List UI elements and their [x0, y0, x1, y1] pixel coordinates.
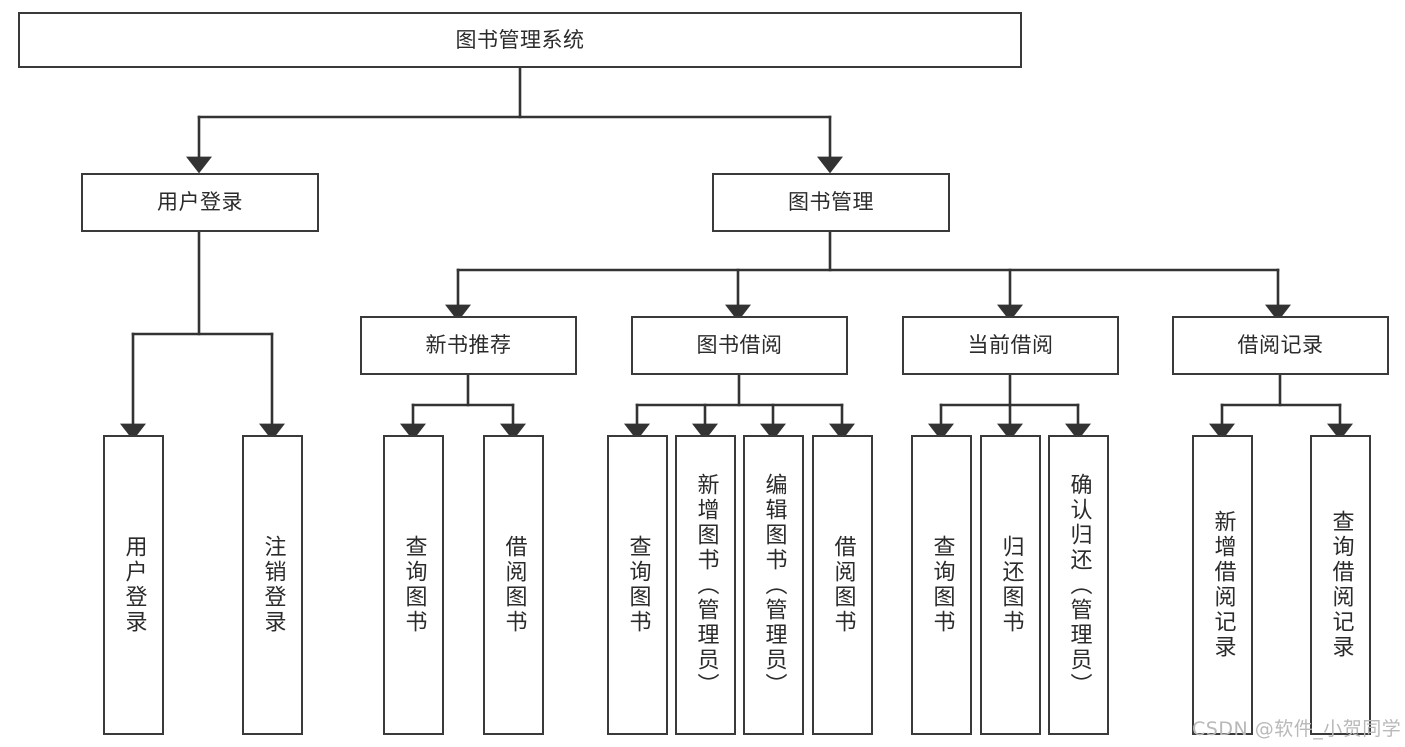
node-leaf-edit-book[interactable]: 编辑图书（管理员） — [743, 435, 804, 735]
node-leaf-query-book-2-label: 查询图书 — [625, 535, 651, 635]
node-new-book-recommend[interactable]: 新书推荐 — [360, 316, 577, 375]
node-book-manage[interactable]: 图书管理 — [712, 173, 950, 232]
node-leaf-add-record-label: 新增借阅记录 — [1210, 510, 1236, 660]
node-leaf-borrow-book-1-label: 借阅图书 — [501, 535, 527, 635]
node-leaf-edit-book-label: 编辑图书（管理员） — [761, 472, 787, 698]
node-leaf-query-book-1[interactable]: 查询图书 — [383, 435, 444, 735]
node-root-label: 图书管理系统 — [455, 27, 585, 52]
node-leaf-add-record[interactable]: 新增借阅记录 — [1192, 435, 1253, 735]
node-borrow-record-label: 借阅记录 — [1237, 333, 1324, 358]
node-leaf-borrow-book-2[interactable]: 借阅图书 — [812, 435, 873, 735]
node-leaf-add-book-label: 新增图书（管理员） — [693, 472, 719, 698]
node-leaf-borrow-book-1[interactable]: 借阅图书 — [483, 435, 544, 735]
node-current-borrow-label: 当前借阅 — [967, 333, 1054, 358]
node-leaf-query-book-3-label: 查询图书 — [929, 535, 955, 635]
node-leaf-user-logout-label: 注销登录 — [260, 535, 286, 635]
node-user-login[interactable]: 用户登录 — [81, 173, 319, 232]
node-borrow-record[interactable]: 借阅记录 — [1172, 316, 1389, 375]
node-leaf-query-book-2[interactable]: 查询图书 — [607, 435, 668, 735]
node-book-borrow-label: 图书借阅 — [696, 333, 783, 358]
node-leaf-user-logout[interactable]: 注销登录 — [242, 435, 303, 735]
node-root[interactable]: 图书管理系统 — [18, 12, 1022, 68]
node-new-book-recommend-label: 新书推荐 — [425, 333, 512, 358]
node-current-borrow[interactable]: 当前借阅 — [902, 316, 1119, 375]
node-leaf-user-login[interactable]: 用户登录 — [103, 435, 164, 735]
node-leaf-query-record[interactable]: 查询借阅记录 — [1310, 435, 1371, 735]
node-leaf-user-login-label: 用户登录 — [121, 535, 147, 635]
node-leaf-return-book[interactable]: 归还图书 — [980, 435, 1041, 735]
node-book-borrow[interactable]: 图书借阅 — [631, 316, 848, 375]
node-leaf-query-record-label: 查询借阅记录 — [1328, 510, 1354, 660]
node-leaf-borrow-book-2-label: 借阅图书 — [830, 535, 856, 635]
node-user-login-label: 用户登录 — [157, 190, 243, 215]
csdn-watermark: CSDN @软件_小贺同学 — [1192, 718, 1402, 740]
node-leaf-return-book-label: 归还图书 — [998, 535, 1024, 635]
node-leaf-query-book-1-label: 查询图书 — [401, 535, 427, 635]
node-book-manage-label: 图书管理 — [788, 190, 874, 215]
node-leaf-add-book[interactable]: 新增图书（管理员） — [675, 435, 736, 735]
node-leaf-confirm-return-label: 确认归还（管理员） — [1066, 472, 1092, 698]
node-leaf-confirm-return[interactable]: 确认归还（管理员） — [1048, 435, 1109, 735]
node-leaf-query-book-3[interactable]: 查询图书 — [911, 435, 972, 735]
